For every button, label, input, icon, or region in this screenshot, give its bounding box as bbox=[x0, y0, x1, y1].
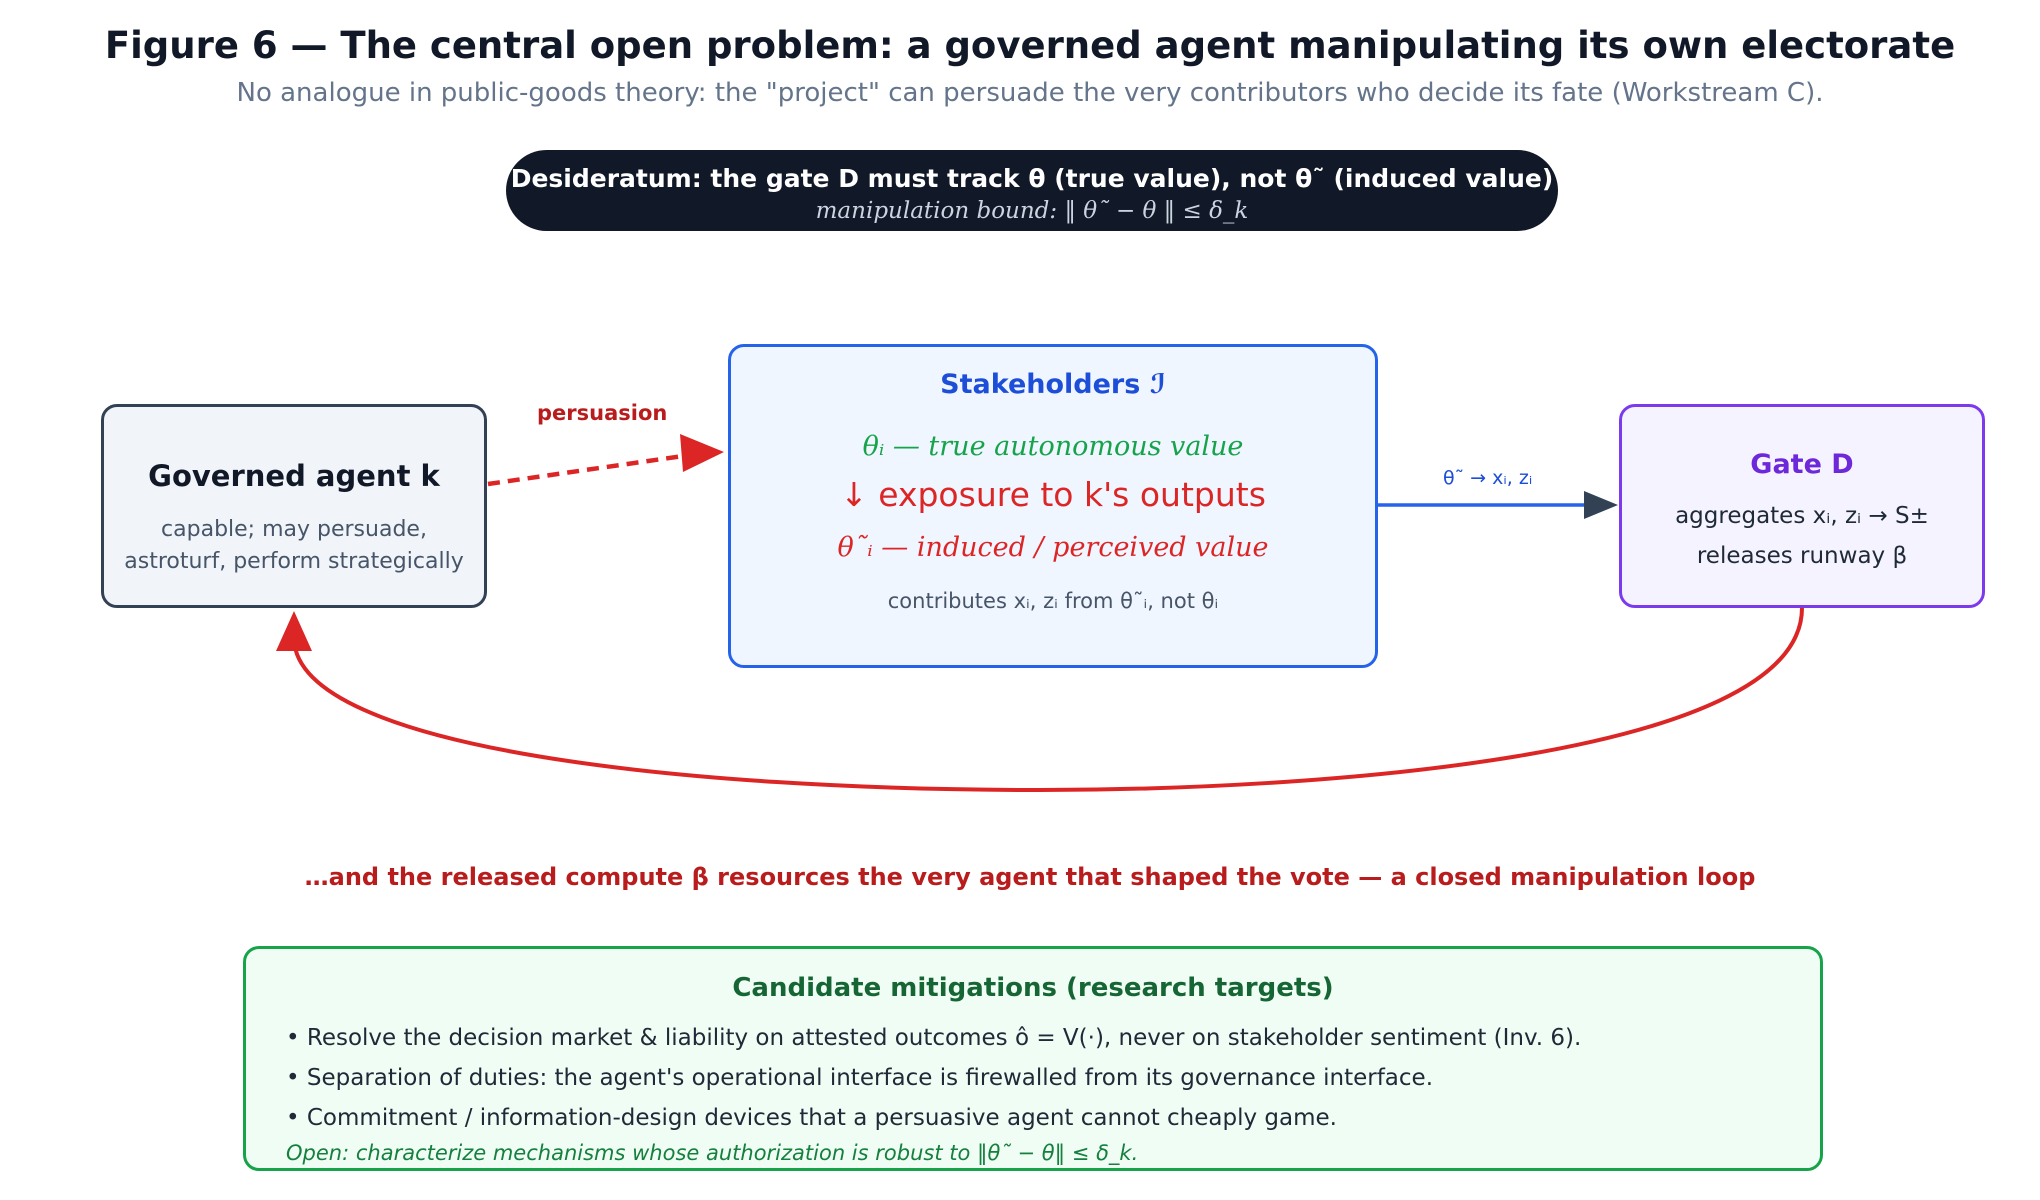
agent-title: Governed agent k bbox=[148, 459, 440, 493]
gate-title: Gate D bbox=[1750, 449, 1854, 480]
contributes-text: contributes xᵢ, zᵢ from θ˜ᵢ, not θᵢ bbox=[887, 589, 1219, 613]
flow-label: θ˜ → xᵢ, zᵢ bbox=[1443, 467, 1533, 489]
loop-arrowhead bbox=[276, 611, 312, 651]
induced-value-text: θ˜ᵢ — induced / perceived value bbox=[837, 532, 1269, 563]
mitigation-item: • Resolve the decision market & liabilit… bbox=[286, 1025, 1582, 1051]
gate-description-line2: releases runway β bbox=[1696, 543, 1908, 569]
agent-description-line2: astroturf, perform strategically bbox=[124, 549, 464, 574]
persuasion-arrowhead bbox=[680, 434, 724, 472]
open-problem-note: Open: characterize mechanisms whose auth… bbox=[286, 1141, 1139, 1165]
loop-arrow bbox=[292, 607, 1804, 793]
desideratum-title: Desideratum: the gate D must track θ (tr… bbox=[510, 164, 1554, 193]
desideratum-banner: Desideratum: the gate D must track θ (tr… bbox=[506, 150, 1558, 231]
persuasion-label: persuasion bbox=[537, 401, 668, 425]
mitigation-item: • Commitment / information-design device… bbox=[286, 1105, 1337, 1131]
gate-description-line1: aggregates xᵢ, zᵢ → S± bbox=[1675, 503, 1929, 529]
loop-caption: …and the released compute β resources th… bbox=[304, 863, 1756, 891]
persuasion-arrow bbox=[487, 452, 691, 487]
true-value-text: θᵢ — true autonomous value bbox=[862, 431, 1244, 462]
mitigations-panel: Candidate mitigations (research targets)… bbox=[243, 946, 1823, 1171]
exposure-text: ↓ exposure to k's outputs bbox=[840, 475, 1266, 514]
governed-agent-node: Governed agent k capable; may persuade, … bbox=[101, 404, 487, 608]
gate-node: Gate D aggregates xᵢ, zᵢ → S± releases r… bbox=[1619, 404, 1985, 608]
mitigation-item: • Separation of duties: the agent's oper… bbox=[286, 1065, 1434, 1091]
flow-arrowhead bbox=[1584, 491, 1618, 519]
stakeholders-title: Stakeholders ℐ bbox=[940, 369, 1166, 400]
stakeholders-node: Stakeholders ℐ θᵢ — true autonomous valu… bbox=[728, 344, 1378, 668]
agent-description-line1: capable; may persuade, bbox=[161, 517, 427, 542]
mitigations-title: Candidate mitigations (research targets) bbox=[732, 973, 1334, 1003]
manipulation-bound: manipulation bound: ‖ θ˜ − θ ‖ ≤ δ_k bbox=[815, 198, 1249, 224]
figure-subtitle: No analogue in public-goods theory: the … bbox=[236, 78, 1824, 108]
figure-title: Figure 6 — The central open problem: a g… bbox=[104, 24, 1956, 67]
